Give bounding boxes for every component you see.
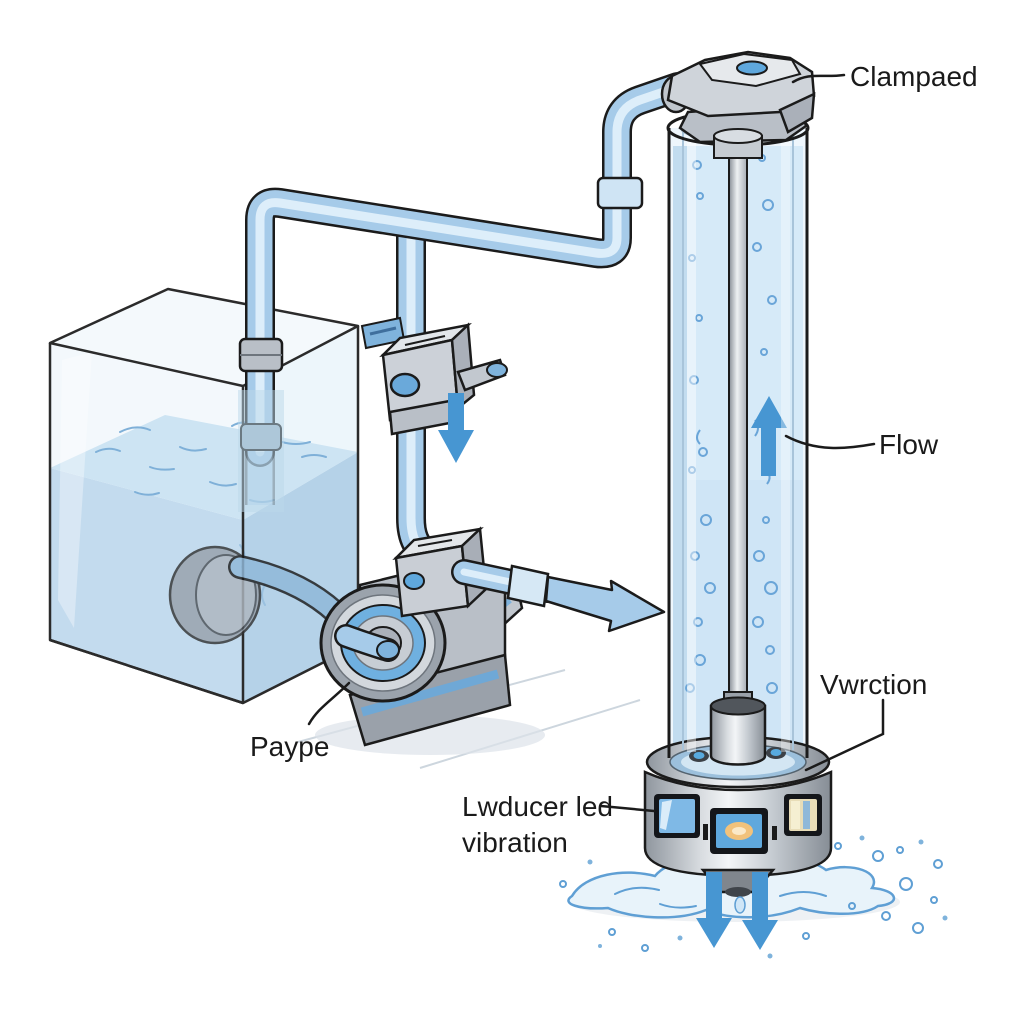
flow-cylinder (645, 50, 831, 789)
valve-port (389, 372, 421, 398)
valve-slot (404, 335, 446, 346)
base-tick (772, 826, 777, 840)
base-tick (703, 824, 708, 840)
leader-transducer (599, 804, 656, 813)
up-arrow-icon (751, 396, 787, 476)
valve-lever (456, 358, 508, 392)
down-arrow-icon (438, 393, 474, 463)
top-clamp-assembly (660, 50, 816, 159)
transducer-base (643, 770, 833, 914)
label-clamped: Clampaed (850, 61, 978, 92)
label-vibration-junction: Vwrction (820, 669, 927, 700)
outlet-pipe (451, 559, 561, 608)
label-pump: Paype (250, 731, 329, 762)
valve-block (379, 322, 508, 436)
main-pipe (238, 72, 693, 512)
pump-suction-stub (334, 624, 400, 662)
cylinder-bubbles (685, 154, 778, 694)
pump-base-blue-channel (360, 669, 500, 717)
tank-glass-tint-over-pipe (238, 390, 284, 512)
annotations: Clampaed Flow Vwrction Paype Lwducer led… (250, 61, 978, 858)
leader-clamped (791, 73, 846, 84)
pipe-collar-right-riser (596, 176, 644, 210)
transducer-head (709, 691, 767, 766)
plate-bolt (689, 750, 709, 762)
tank-water-front (50, 468, 243, 703)
transducer-window-right (784, 794, 822, 836)
leader-pump (307, 681, 351, 726)
tank-glass-highlight (58, 352, 92, 628)
clamp-blue-button (736, 60, 768, 76)
pump-top-indicator (403, 572, 425, 590)
outlet-collar (506, 564, 550, 608)
transducer-window-left (654, 794, 700, 838)
splash-droplets (559, 835, 948, 959)
label-transducer-line1: Lwducer led (462, 791, 613, 822)
leader-flow (784, 434, 876, 450)
label-flow: Flow (879, 429, 939, 460)
cylinder-rod (728, 131, 748, 699)
outflow-down-arrows-icon (696, 872, 778, 950)
leader-vibration-junction (804, 698, 885, 772)
right-arrow-icon (544, 575, 666, 633)
plate-bolt (766, 747, 786, 759)
transducer-window-center (710, 808, 768, 854)
label-transducer-line2: vibration (462, 827, 568, 858)
water-droplet (734, 896, 746, 914)
